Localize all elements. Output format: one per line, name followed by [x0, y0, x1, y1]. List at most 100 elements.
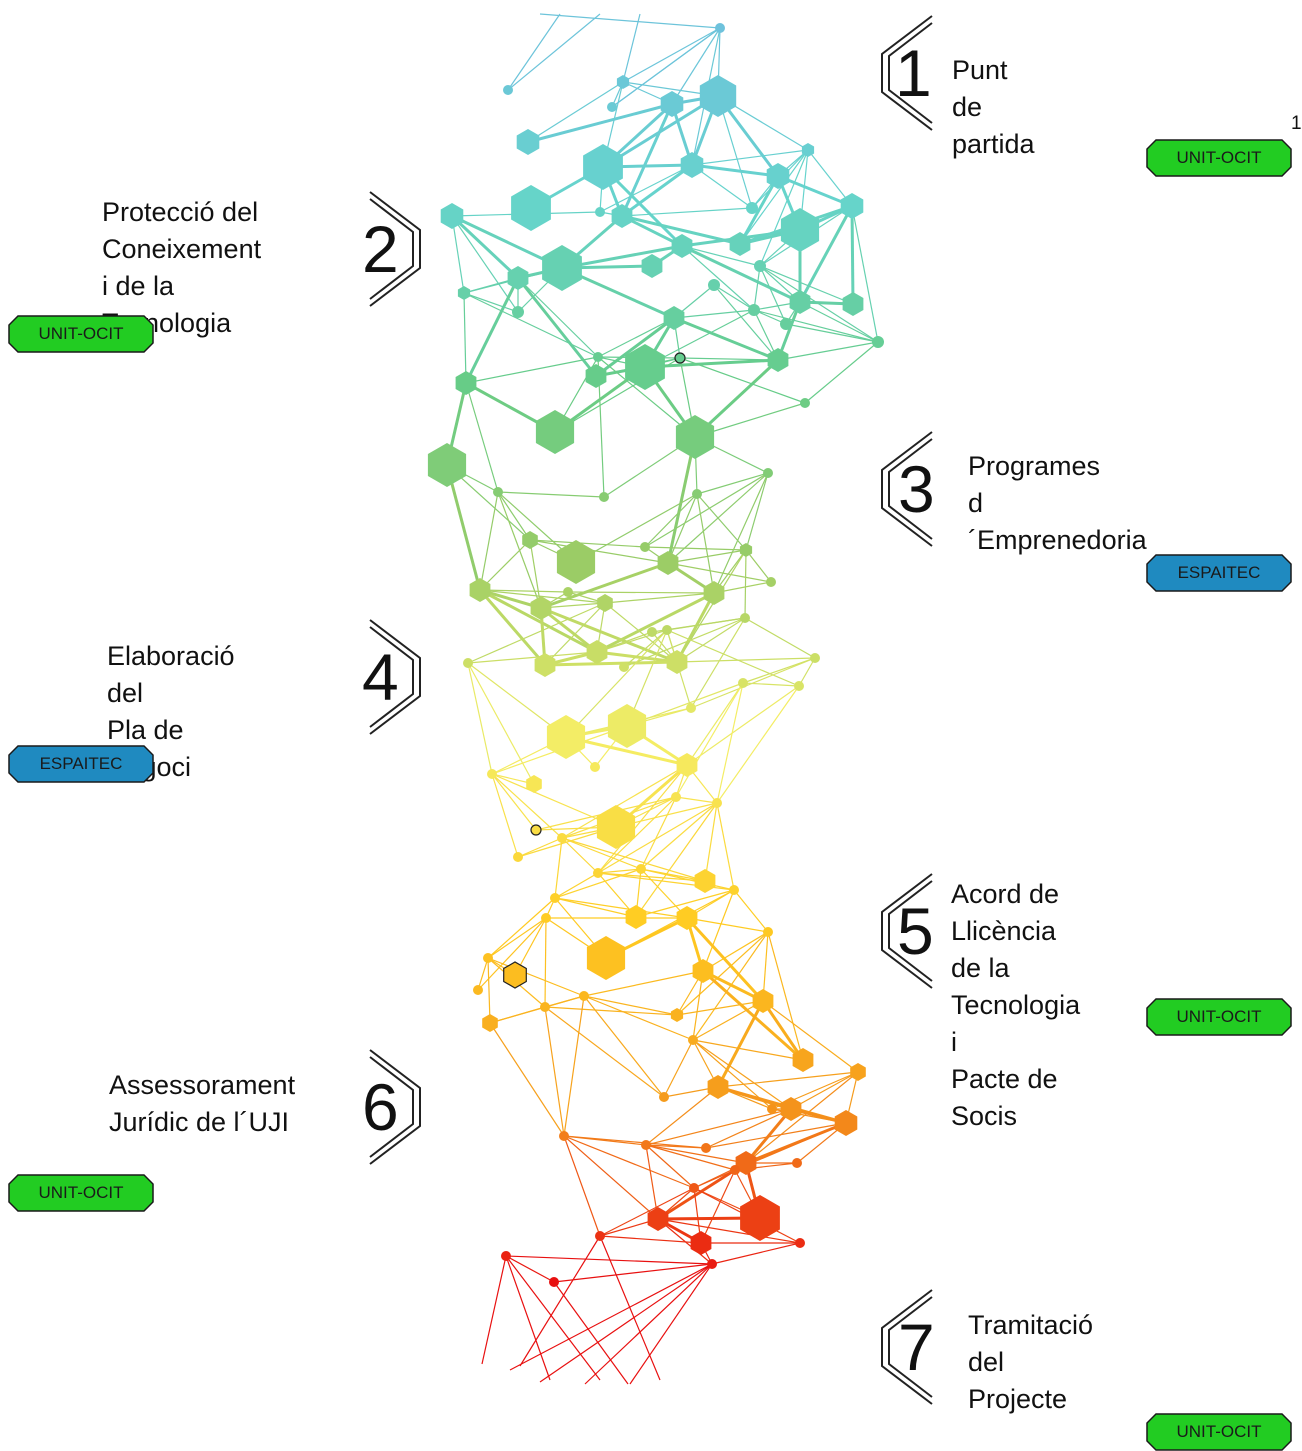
network-edge: [666, 617, 746, 631]
network-node: [699, 75, 737, 117]
network-node: [780, 318, 792, 330]
network-edge: [544, 1006, 665, 1098]
network-node: [834, 1110, 858, 1136]
chevron-right-icon: [369, 619, 421, 735]
network-node: [531, 825, 541, 835]
network-node: [597, 594, 613, 612]
network-node: [767, 1104, 777, 1114]
network-edge: [478, 589, 547, 666]
network-edge: [640, 796, 677, 870]
badge-label: UNIT-OCIT: [1176, 1422, 1262, 1441]
network-edge: [554, 897, 637, 918]
network-edge: [675, 682, 744, 798]
network-edge: [686, 917, 769, 933]
network-node: [557, 833, 567, 843]
network-edge: [621, 163, 693, 218]
network-node: [473, 985, 483, 995]
network-edge: [711, 1242, 801, 1265]
network-node: [746, 202, 758, 214]
network-node: [469, 578, 491, 602]
network-edge: [597, 796, 677, 874]
network-edge: [529, 539, 669, 564]
network-edge: [583, 995, 678, 1016]
network-edge: [491, 773, 617, 828]
network-edge: [851, 205, 879, 343]
network-node: [676, 906, 698, 930]
network-edge: [505, 1255, 713, 1265]
step-7-badge: UNIT-OCIT: [1146, 1413, 1292, 1451]
network-edge: [645, 1144, 695, 1189]
network-edge: [507, 13, 601, 91]
network-edge: [481, 1255, 507, 1365]
network-node: [801, 143, 815, 157]
network-edge: [554, 868, 642, 899]
network-edge: [761, 1000, 805, 1061]
network-edge: [597, 356, 696, 438]
network-edge: [463, 292, 599, 358]
network-edge: [657, 1169, 736, 1220]
network-node: [789, 290, 811, 314]
network-node: [540, 1002, 550, 1012]
network-node: [586, 640, 608, 664]
network-node: [427, 443, 467, 487]
network-edge: [491, 773, 519, 858]
network-edge: [527, 102, 673, 144]
network-node: [712, 798, 722, 808]
network-edge: [463, 292, 467, 384]
network-node: [559, 1131, 569, 1141]
network-edge: [762, 1000, 859, 1073]
step-1-badge: UNIT-OCIT: [1146, 139, 1292, 177]
network-edge: [517, 837, 563, 858]
network-edge: [644, 493, 698, 548]
network-node: [599, 492, 609, 502]
network-edge: [479, 588, 598, 654]
network-edge: [681, 245, 761, 267]
network-edge: [561, 764, 688, 839]
network-edge: [716, 802, 735, 891]
network-node: [794, 681, 804, 691]
network-edge: [544, 660, 678, 667]
network-node: [593, 352, 603, 362]
network-edge: [667, 549, 747, 564]
network-edge: [584, 1263, 713, 1385]
network-edge: [451, 215, 519, 313]
network-edge: [565, 735, 688, 767]
network-node: [503, 961, 527, 989]
network-edge: [561, 244, 683, 270]
network-node: [692, 959, 714, 983]
network-edge: [597, 802, 718, 874]
network-edge: [702, 889, 735, 972]
badge-label: UNIT-OCIT: [1176, 1007, 1262, 1026]
network-node: [766, 577, 776, 587]
network-edge: [561, 837, 642, 870]
network-node: [641, 254, 663, 278]
network-edge: [681, 244, 801, 304]
network-edge: [505, 1255, 601, 1381]
network-node: [616, 75, 630, 89]
network-edge: [702, 931, 769, 972]
network-edge: [675, 592, 716, 663]
network-edge: [540, 602, 606, 609]
network-edge: [563, 1135, 659, 1220]
network-edge: [487, 917, 547, 959]
network-node: [522, 531, 538, 549]
step-number: 3: [898, 452, 935, 526]
network-edge: [759, 265, 854, 305]
network-edge: [489, 995, 585, 1024]
network-edge: [692, 970, 704, 1041]
network-edge: [553, 1263, 713, 1283]
network-edge: [507, 13, 561, 91]
network-edge: [777, 174, 853, 208]
network-node: [607, 102, 617, 112]
network-edge: [623, 617, 746, 668]
network-edge: [657, 1218, 801, 1244]
network-node: [666, 650, 688, 674]
network-node: [688, 1035, 698, 1045]
network-edge: [744, 617, 816, 659]
network-node: [735, 1151, 757, 1175]
step-title: Acord de Llicència de la Tecnologia i Pa…: [951, 879, 1081, 1131]
network-edge: [745, 1071, 859, 1164]
network-edge: [807, 149, 853, 207]
network-node: [694, 869, 716, 893]
network-node: [546, 715, 586, 759]
